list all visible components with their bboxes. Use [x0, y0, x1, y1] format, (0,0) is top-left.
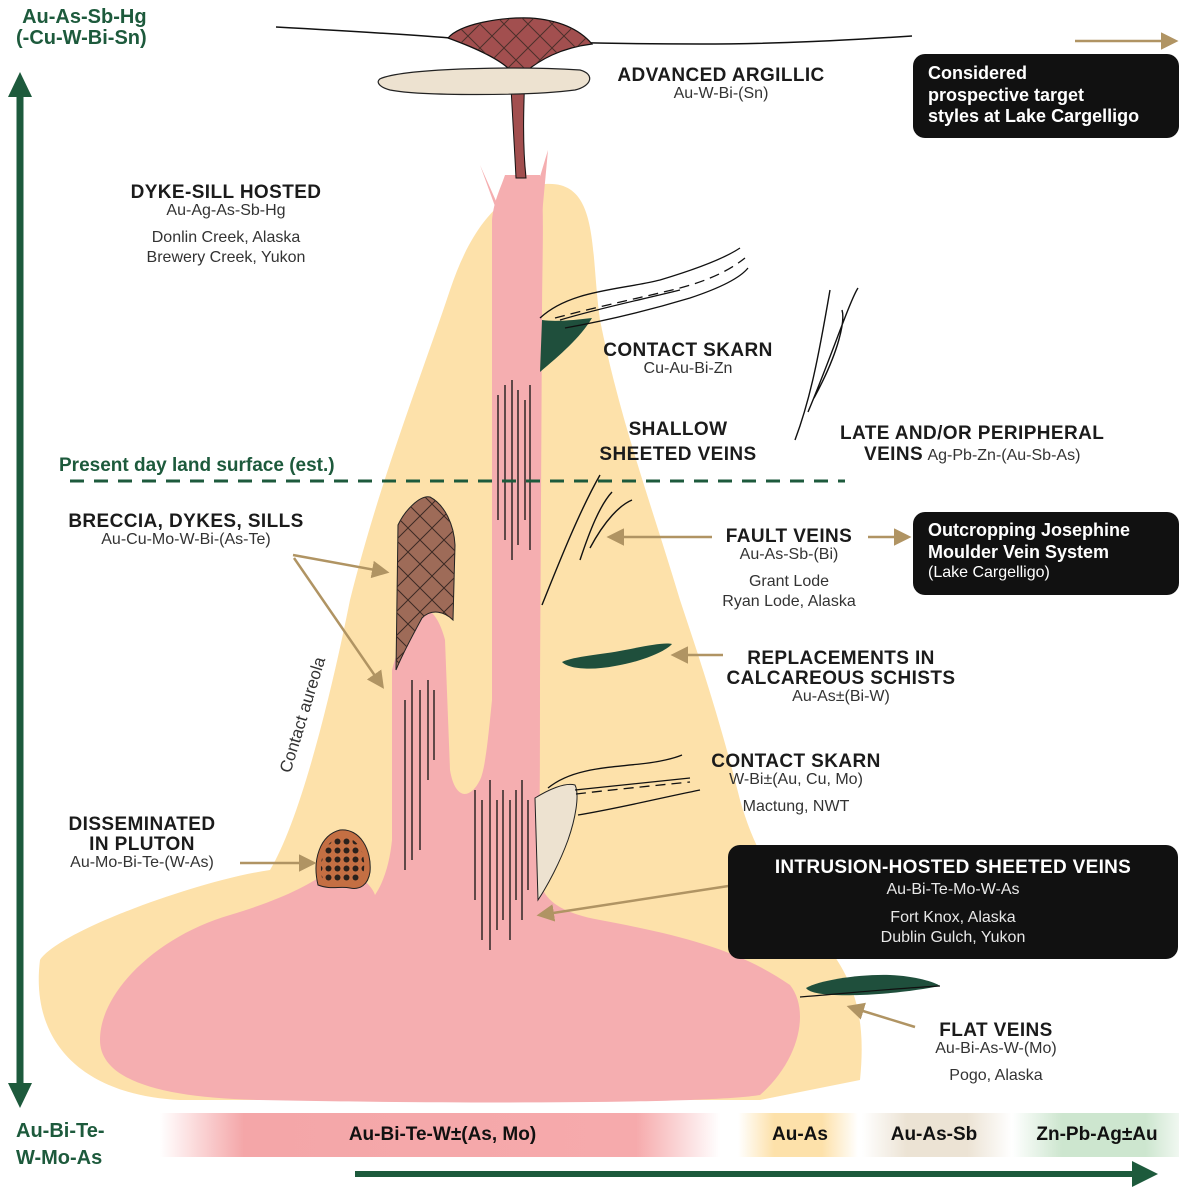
label-disseminated: DISSEMINATED IN PLUTON Au-Mo-Bi-Te-(W-As…: [69, 815, 216, 872]
disseminated-title-2: IN PLUTON: [89, 833, 195, 855]
outcropping-line-3: (Lake Cargelligo): [928, 564, 1050, 582]
skarn-upper-body: [540, 318, 592, 372]
flat-veins-metals: Au-Bi-As-W-(Mo): [935, 1039, 1057, 1057]
shallow-sheeted-title-1: SHALLOW: [628, 419, 728, 440]
flat-vein-line: [799, 985, 941, 998]
dyke-sill-example-2: Brewery Creek, Yukon: [146, 248, 306, 266]
band-au-as: [738, 1113, 858, 1157]
fault-veins-example-1: Grant Lode: [748, 572, 830, 590]
band-zn-pb: [1012, 1113, 1179, 1157]
label-advanced-argillic: ADVANCED ARGILLIC Au-W-Bi-(Sn): [617, 66, 824, 103]
fault-veins-metals: Au-As-Sb-(Bi): [739, 545, 839, 563]
fault-veins-title: FAULT VEINS: [725, 526, 853, 547]
replacement-lens: [562, 643, 672, 669]
dyke-sill-metals: Au-Ag-As-Sb-Hg: [166, 201, 286, 219]
considered-line-3: styles at Lake Cargelligo: [928, 106, 1140, 127]
band-label-1: Au-Bi-Te-W±(As, Mo): [348, 1124, 537, 1145]
box-intrusion-hosted: INTRUSION-HOSTED SHEETED VEINS Au-Bi-Te-…: [728, 845, 1178, 959]
lower-vein-lines: [547, 754, 701, 816]
replacements-title-2: CALCAREOUS SCHISTS: [726, 667, 956, 689]
contact-aureole: [38, 183, 862, 1100]
fault-vein-lines: [541, 474, 633, 606]
breccia-pattern: [396, 496, 455, 670]
label-dyke-sill: DYKE-SILL HOSTED Au-Ag-As-Sb-Hg Donlin C…: [131, 183, 322, 266]
contact-skarn-lower-title: CONTACT SKARN: [711, 751, 881, 772]
advanced-argillic-metals: Au-W-Bi-(Sn): [673, 84, 769, 102]
upper-vein-dashed: [554, 257, 746, 319]
land-surface-label: Present day land surface (est.): [59, 455, 335, 476]
label-replacements: REPLACEMENTS IN CALCAREOUS SCHISTS Au-As…: [727, 649, 956, 706]
flat-veins-example: Pogo, Alaska: [949, 1066, 1043, 1084]
fault-veins-example-2: Ryan Lode, Alaska: [722, 592, 856, 610]
band-label-3: Au-As-Sb: [890, 1124, 978, 1145]
considered-line-1: Considered: [928, 63, 1028, 83]
replacements-title-1: REPLACEMENTS IN: [747, 648, 935, 669]
label-late-peripheral: LATE AND/OR PERIPHERAL VEINS Ag-Pb-Zn-(A…: [840, 424, 1104, 465]
pluton: [100, 175, 800, 1103]
label-fault-veins: FAULT VEINS Au-As-Sb-(Bi) Grant Lode Rya…: [722, 527, 855, 610]
shallow-sheeted-title-2: SHEETED VEINS: [599, 443, 757, 465]
late-peripheral-title-2: VEINS: [864, 443, 924, 465]
late-peripheral-title-1: LATE AND/OR PERIPHERAL: [840, 423, 1105, 444]
band-label-2: Au-As: [772, 1124, 828, 1145]
outcropping-line-2: Moulder Vein System: [928, 541, 1110, 562]
flat-vein-lens: [806, 974, 940, 996]
label-contact-skarn-upper: CONTACT SKARN Cu-Au-Bi-Zn: [603, 341, 773, 378]
bottom-axis-label: Au-Bi-Te- W-Mo-As: [16, 1121, 105, 1169]
disseminated-dots: [320, 836, 365, 883]
bottom-axis-label-1: Au-Bi-Te-: [16, 1120, 105, 1142]
skarn-lower-body: [534, 783, 578, 902]
upper-vein-lines: [539, 247, 749, 329]
box-outcropping: Outcropping Josephine Moulder Vein Syste…: [913, 512, 1179, 595]
contact-skarn-lower-metals: W-Bi±(Au, Cu, Mo): [729, 770, 863, 788]
top-axis-label: Au-As-Sb-Hg (-Cu-W-Bi-Sn): [16, 6, 147, 49]
band-label-4: Zn-Pb-Ag±Au: [1036, 1124, 1158, 1145]
lower-vein-dashed: [575, 781, 691, 795]
contact-skarn-upper-metals: Cu-Au-Bi-Zn: [643, 359, 733, 377]
label-shallow-sheeted: SHALLOW SHEETED VEINS: [599, 420, 756, 465]
label-flat-veins: FLAT VEINS Au-Bi-As-W-(Mo) Pogo, Alaska: [935, 1021, 1056, 1085]
late-peripheral-metals: Ag-Pb-Zn-(Au-Sb-As): [927, 446, 1081, 464]
paleo-surface-line: [275, 26, 913, 45]
argillic-lens: [377, 67, 591, 96]
dyke-sill-title: DYKE-SILL HOSTED: [130, 182, 322, 203]
label-contact-skarn-lower: CONTACT SKARN W-Bi±(Au, Cu, Mo) Mactung,…: [711, 752, 881, 816]
top-axis-label-1: Au-As-Sb-Hg: [22, 6, 147, 28]
dyke-sill-example-1: Donlin Creek, Alaska: [151, 228, 301, 246]
breccia-metals: Au-Cu-Mo-W-Bi-(As-Te): [101, 530, 271, 548]
disseminated-title-1: DISSEMINATED: [68, 814, 216, 835]
disseminated-metals: Au-Mo-Bi-Te-(W-As): [70, 853, 214, 871]
replacements-metals: Au-As±(Bi-W): [792, 687, 890, 705]
intrusion-example-2: Dublin Gulch, Yukon: [880, 928, 1026, 946]
intrusion-example-1: Fort Knox, Alaska: [890, 908, 1016, 926]
pluton-spikes: [480, 150, 548, 220]
intrusion-metals: Au-Bi-Te-Mo-W-As: [886, 880, 1020, 898]
pointer-arrows: [240, 32, 1179, 1029]
contact-skarn-lower-example: Mactung, NWT: [742, 797, 850, 815]
late-vein-lines: [794, 287, 859, 441]
outcropping-line-1: Outcropping Josephine: [928, 520, 1131, 540]
bottom-axis-label-2: W-Mo-As: [16, 1147, 103, 1169]
sheeted-vein-lines: [404, 380, 531, 950]
breccia-title: BRECCIA, DYKES, SILLS: [68, 511, 304, 532]
intrusion-title: INTRUSION-HOSTED SHEETED VEINS: [774, 857, 1132, 878]
label-breccia: BRECCIA, DYKES, SILLS Au-Cu-Mo-W-Bi-(As-…: [68, 512, 303, 549]
flat-veins-title: FLAT VEINS: [939, 1020, 1053, 1041]
top-axis-label-2: (-Cu-W-Bi-Sn): [16, 27, 147, 49]
box-considered-targets: Considered prospective target styles at …: [913, 54, 1179, 138]
band-au-as-sb: [862, 1113, 1012, 1157]
horizontal-axis-arrow: [355, 1161, 1158, 1187]
advanced-argillic-title: ADVANCED ARGILLIC: [617, 65, 825, 86]
vent-cap-pattern: [448, 17, 592, 72]
vertical-axis-arrow: [8, 72, 32, 1108]
considered-line-2: prospective target: [928, 84, 1085, 105]
band-au-bi-te: [160, 1113, 720, 1157]
contact-skarn-upper-title: CONTACT SKARN: [603, 340, 773, 361]
